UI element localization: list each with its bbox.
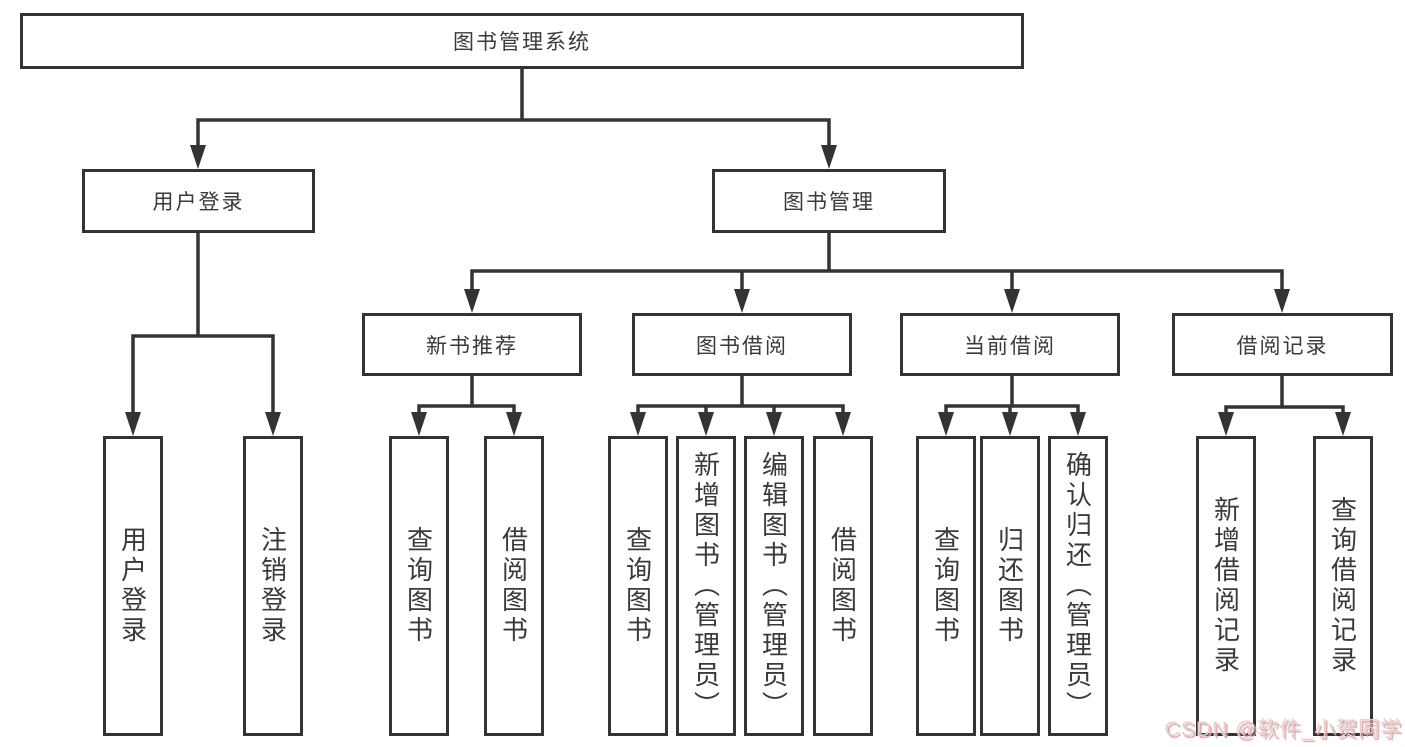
leaf-query-book-3: 查询图书 [916, 436, 976, 736]
csdn-watermark: CSDN @软件_小贺同学 [1164, 718, 1402, 741]
node-current-borrow-label: 当前借阅 [964, 334, 1056, 358]
leaf-user-login: 用户登录 [103, 436, 163, 736]
connector-book-borrow-children [630, 376, 851, 436]
node-book-mgmt: 图书管理 [712, 169, 946, 233]
leaf-query-book-1: 查询图书 [389, 436, 449, 736]
leaf-query-borrow-record: 查询借阅记录 [1313, 436, 1373, 736]
leaf-add-book: 新增图书（管理员） [676, 436, 736, 736]
leaf-logout: 注销登录 [243, 436, 303, 736]
node-book-mgmt-label: 图书管理 [783, 191, 875, 214]
leaf-return-book: 归还图书 [980, 436, 1040, 736]
leaf-add-borrow-record: 新增借阅记录 [1196, 436, 1256, 736]
leaf-confirm-return-label: 确认归还（管理员） [1062, 451, 1093, 721]
node-user-login-label: 用户登录 [152, 191, 245, 214]
leaf-edit-book-label: 编辑图书（管理员） [758, 451, 789, 721]
connector-user-login-children [125, 233, 281, 436]
leaf-query-borrow-record-label: 查询借阅记录 [1327, 496, 1358, 676]
node-root: 图书管理系统 [20, 13, 1024, 69]
node-new-book-rec-label: 新书推荐 [426, 334, 518, 358]
leaf-add-book-label: 新增图书（管理员） [690, 451, 721, 721]
leaf-borrow-book-2: 借阅图书 [813, 436, 873, 736]
leaf-borrow-book-1-label: 借阅图书 [498, 526, 529, 646]
node-current-borrow: 当前借阅 [900, 313, 1120, 376]
connector-book-mgmt-to-level3 [464, 233, 1290, 313]
node-borrow-records-label: 借阅记录 [1236, 334, 1329, 358]
leaf-user-login-label: 用户登录 [117, 526, 148, 646]
connector-root-to-level2 [190, 69, 837, 169]
node-user-login: 用户登录 [82, 169, 315, 233]
leaf-query-book-1-label: 查询图书 [403, 526, 434, 646]
leaf-confirm-return: 确认归还（管理员） [1048, 436, 1108, 736]
leaf-query-book-3-label: 查询图书 [930, 526, 961, 646]
leaf-edit-book: 编辑图书（管理员） [744, 436, 804, 736]
leaf-borrow-book-2-label: 借阅图书 [827, 526, 858, 646]
leaf-logout-label: 注销登录 [257, 526, 288, 646]
node-book-borrow: 图书借阅 [632, 313, 852, 376]
node-new-book-rec: 新书推荐 [362, 313, 582, 376]
leaf-borrow-book-1: 借阅图书 [484, 436, 544, 736]
connector-current-borrow-children [938, 376, 1086, 436]
leaf-query-book-2: 查询图书 [608, 436, 668, 736]
connector-new-book-rec-children [411, 376, 522, 436]
node-root-label: 图书管理系统 [453, 31, 591, 54]
node-book-borrow-label: 图书借阅 [696, 334, 788, 358]
connector-borrow-records-children [1218, 376, 1351, 436]
leaf-return-book-label: 归还图书 [994, 526, 1025, 646]
leaf-query-book-2-label: 查询图书 [622, 526, 653, 646]
node-borrow-records: 借阅记录 [1172, 313, 1393, 376]
leaf-add-borrow-record-label: 新增借阅记录 [1210, 496, 1241, 676]
